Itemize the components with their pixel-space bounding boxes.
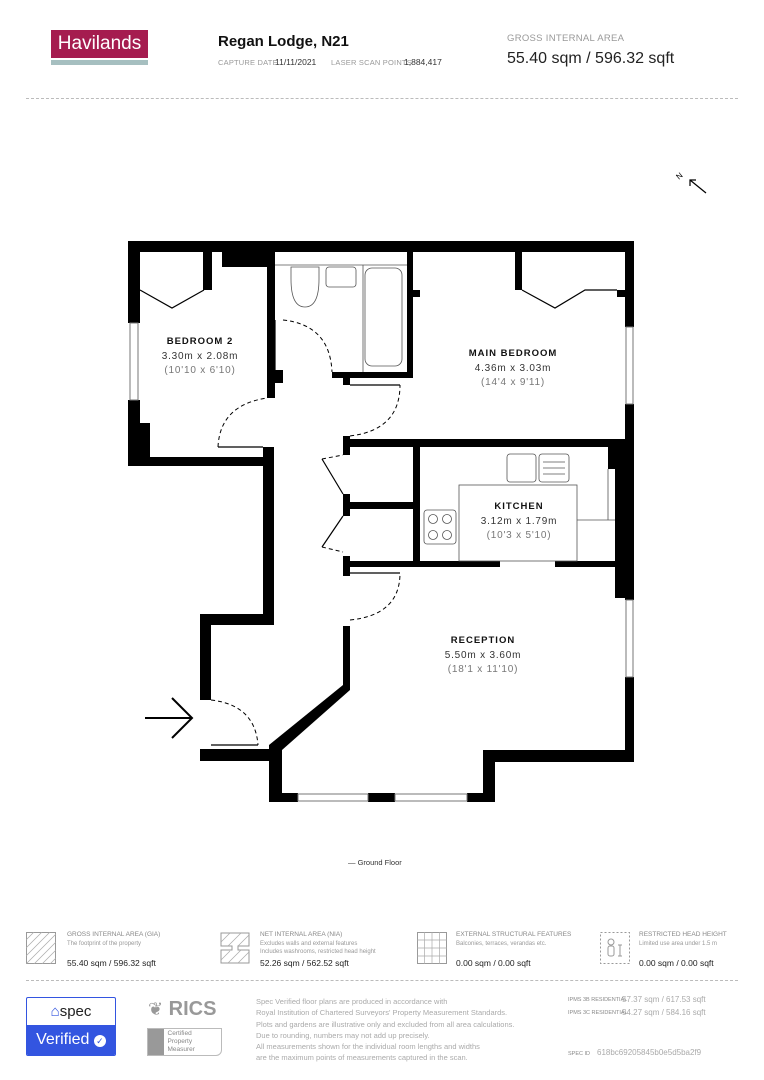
kitchen-sink-icon bbox=[506, 453, 537, 483]
doors bbox=[139, 289, 617, 746]
disclaimer: Spec Verified floor plans are produced i… bbox=[256, 997, 515, 1063]
toilet-icon bbox=[290, 266, 320, 308]
windows bbox=[129, 322, 634, 802]
gia-value: 55.40 sqm / 596.32 sqft bbox=[507, 50, 675, 67]
gia-label: GROSS INTERNAL AREA bbox=[507, 33, 625, 44]
brand-logo: Havilands bbox=[51, 30, 148, 58]
ipms3b-label: IPMS 3B RESIDENTIAL bbox=[568, 997, 628, 1003]
north-arrow-icon bbox=[689, 179, 707, 194]
grid-icon bbox=[417, 932, 447, 964]
lion-icon: ❦ bbox=[148, 999, 164, 1019]
spec-id-label: SPEC ID bbox=[568, 1051, 591, 1057]
bath-icon bbox=[364, 267, 403, 367]
brand-logo-bar bbox=[51, 60, 148, 65]
floor-label: — Ground Floor bbox=[348, 858, 402, 867]
person-height-icon bbox=[600, 932, 630, 964]
rics-certified-badge: Certified Property Measurer bbox=[147, 1028, 222, 1056]
rics-logo: ❦ RICS bbox=[148, 998, 217, 1020]
hob-icon bbox=[423, 509, 457, 545]
spec-house-icon: ⌂ bbox=[50, 1003, 60, 1020]
scan-points-label: LASER SCAN POINTS bbox=[331, 58, 412, 67]
area-nia: NET INTERNAL AREA (NIA)Excludes walls an… bbox=[260, 931, 376, 968]
fixtures bbox=[275, 264, 615, 562]
scan-points: 1,884,417 bbox=[404, 57, 442, 67]
capture-date-label: CAPTURE DATE bbox=[218, 58, 278, 67]
divider bbox=[26, 98, 738, 99]
check-circle-icon: ✓ bbox=[93, 1035, 106, 1047]
basin-icon bbox=[325, 266, 357, 288]
ipms3c-label: IPMS 3C RESIDENTIAL bbox=[568, 1010, 628, 1016]
nia-hatch-icon bbox=[220, 932, 250, 964]
north-label: N bbox=[674, 171, 684, 182]
divider bbox=[26, 980, 738, 981]
counter-island bbox=[458, 484, 578, 562]
door-swings bbox=[210, 319, 401, 746]
ipms3c-value: 54.27 sqm / 584.16 sqft bbox=[622, 1008, 706, 1017]
walls bbox=[128, 241, 634, 802]
capture-date: 11/11/2021 bbox=[275, 57, 317, 67]
spec-id: 618bc69205845b0e5d5ba2f9 bbox=[597, 1048, 702, 1057]
gia-hatch-icon bbox=[26, 932, 56, 964]
entrance-arrow-icon bbox=[145, 697, 194, 739]
property-title: Regan Lodge, N21 bbox=[218, 33, 349, 50]
ipms3b-value: 57.37 sqm / 617.53 sqft bbox=[622, 995, 706, 1004]
floor-plan: N bbox=[128, 171, 707, 802]
area-gia: GROSS INTERNAL AREA (GIA)The footprint o… bbox=[67, 931, 161, 968]
spec-verified-logo: ⌂spec Verified ✓ bbox=[26, 997, 116, 1056]
